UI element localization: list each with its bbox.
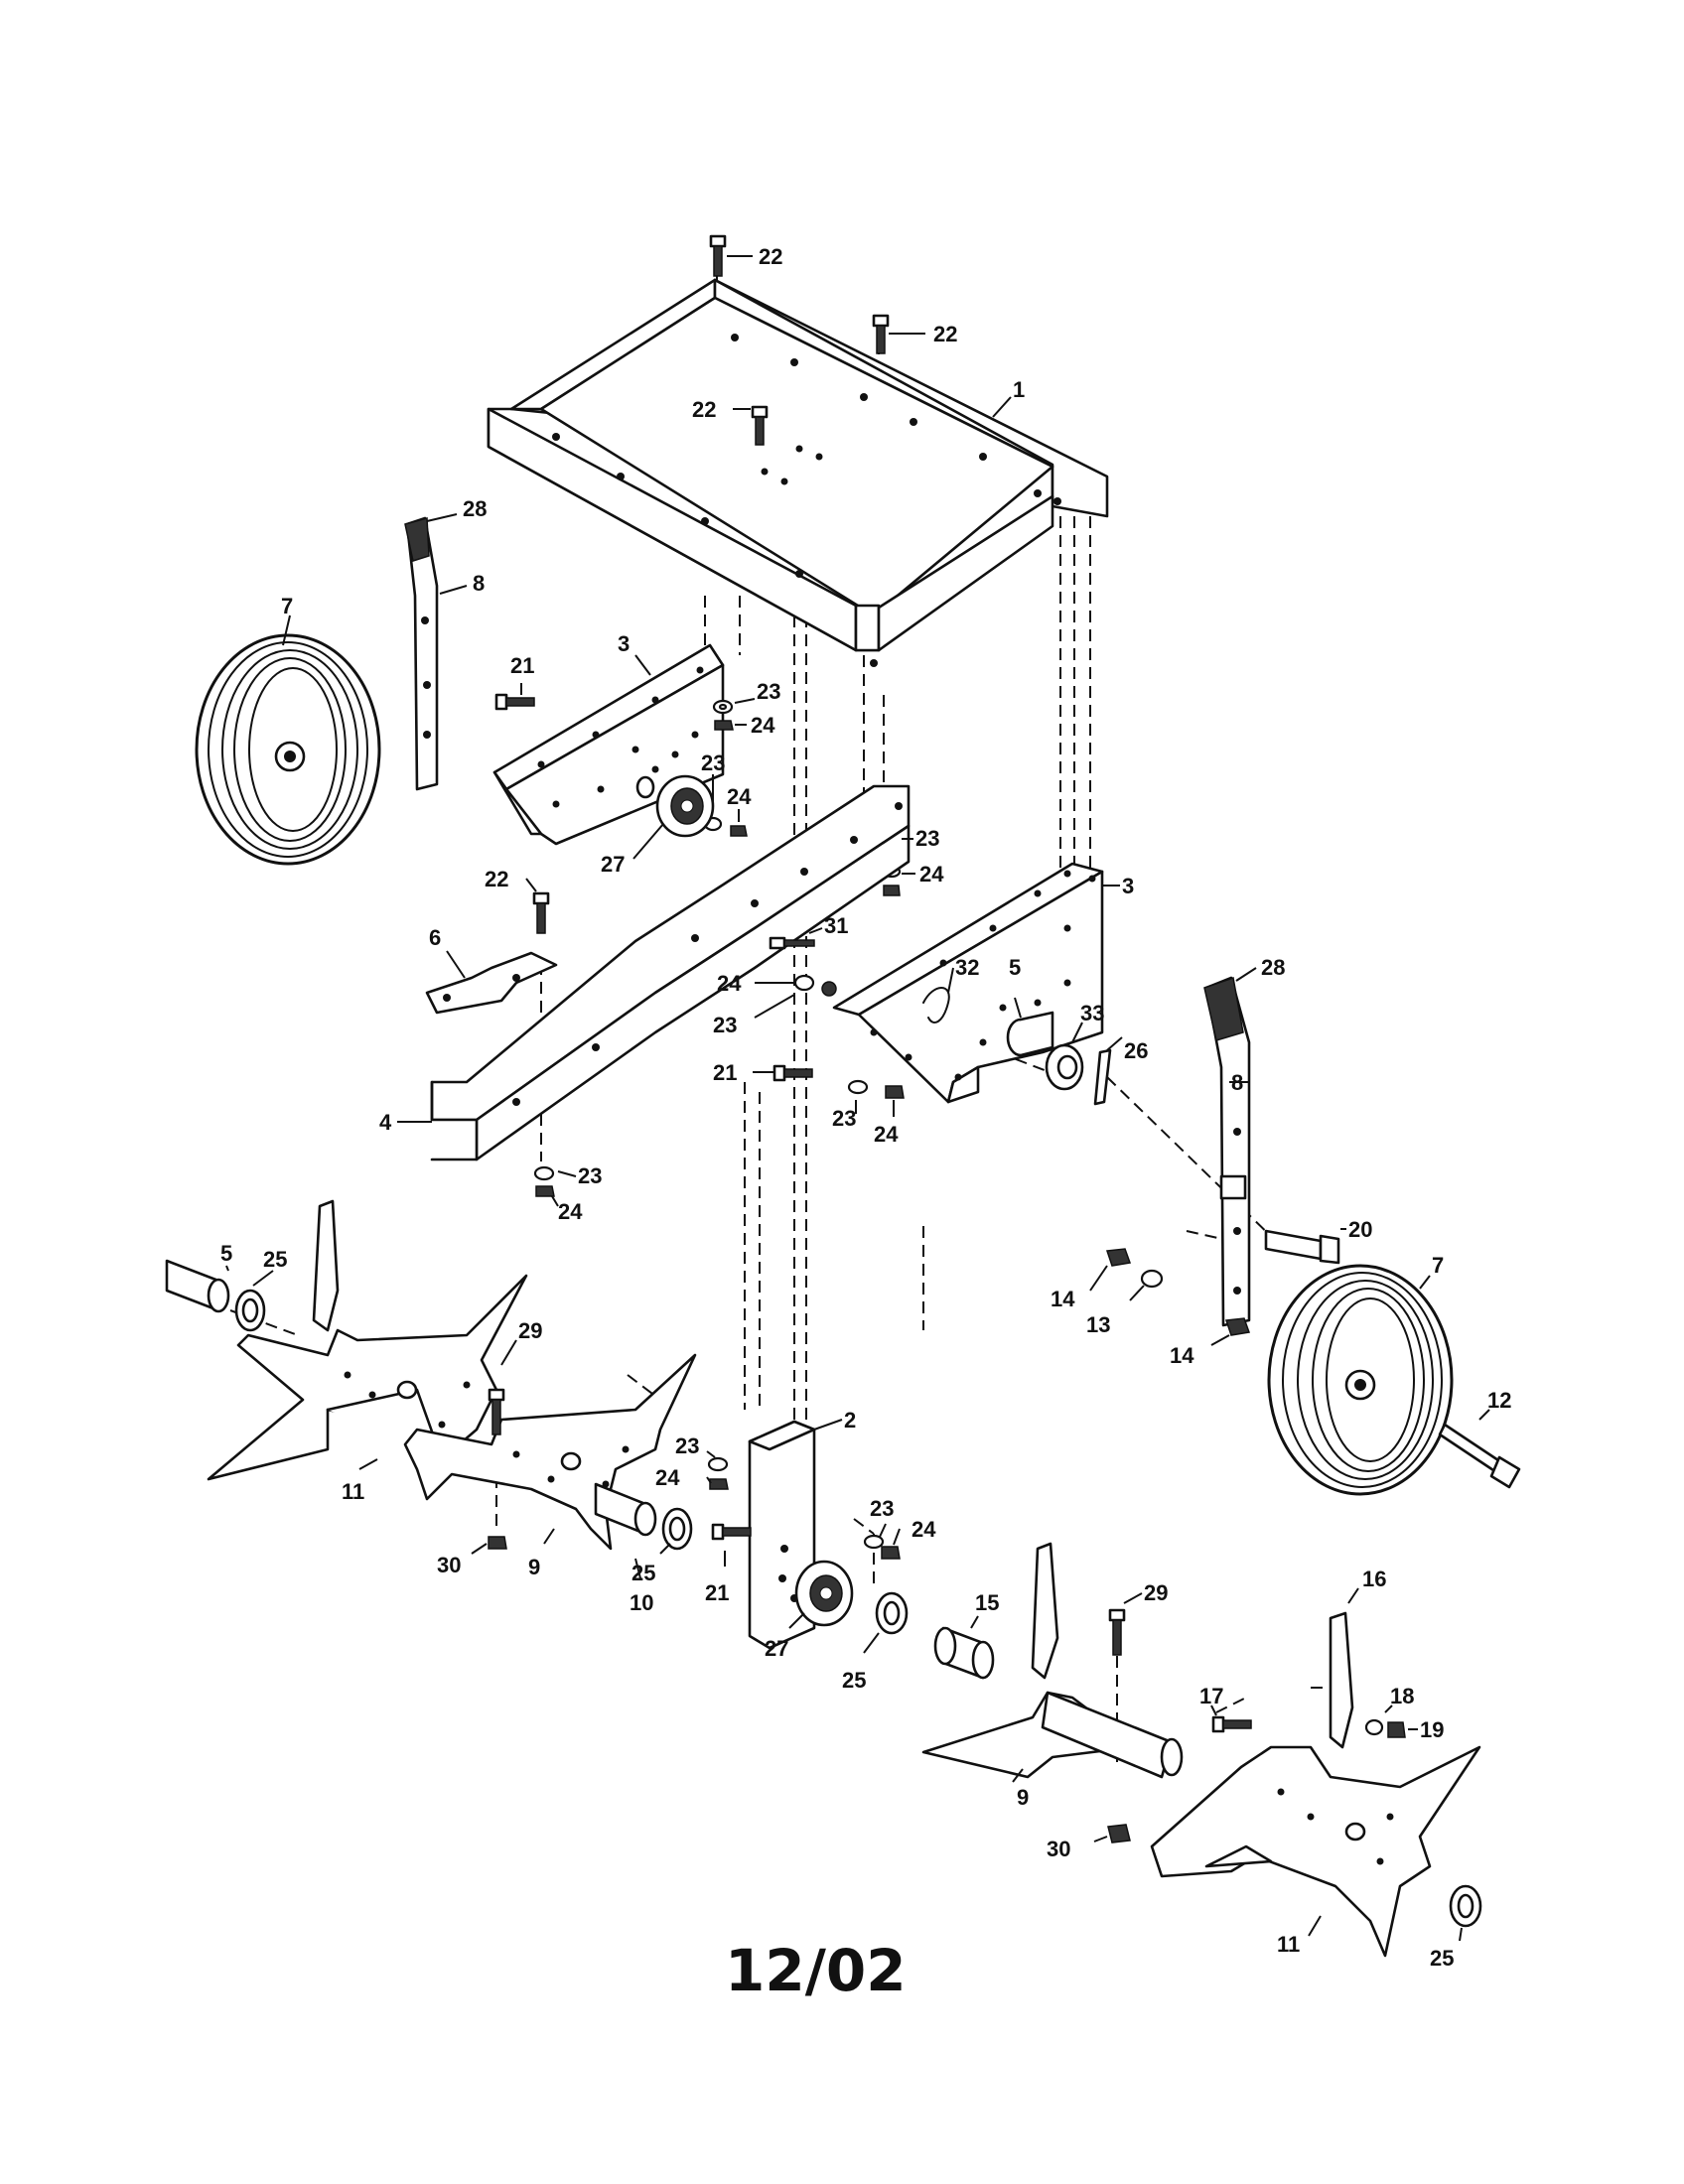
date-code: 12/02 — [725, 1937, 907, 2004]
callout-16: 16 — [1362, 1567, 1386, 1591]
callout-7: 7 — [281, 594, 293, 618]
callout-18: 18 — [1390, 1684, 1414, 1708]
bolt-part-12 — [1438, 1423, 1521, 1489]
callout-5: 5 — [220, 1241, 232, 1266]
callout-27: 27 — [601, 852, 625, 877]
callout-9: 9 — [1017, 1785, 1029, 1810]
callout-31: 31 — [824, 913, 848, 938]
callout-23: 23 — [870, 1496, 894, 1521]
hardware-near-part-2 — [707, 1456, 901, 1560]
callout-23: 23 — [675, 1433, 699, 1458]
callout-15: 15 — [975, 1590, 999, 1615]
callout-23: 23 — [578, 1163, 602, 1188]
hardware-23-24-right — [847, 1079, 905, 1099]
callout-20: 20 — [1348, 1217, 1372, 1242]
callout-21: 21 — [705, 1580, 729, 1605]
callout-11: 11 — [1277, 1932, 1300, 1957]
callout-24: 24 — [727, 784, 752, 809]
callout-21: 21 — [510, 653, 534, 678]
callout-25: 25 — [1430, 1946, 1454, 1971]
callout-25: 25 — [632, 1561, 655, 1585]
callout-32: 32 — [955, 955, 979, 980]
callout-14: 14 — [1051, 1287, 1075, 1311]
callout-28: 28 — [463, 496, 487, 521]
callout-30: 30 — [437, 1553, 461, 1577]
callout-10: 10 — [630, 1590, 653, 1615]
callout-3: 3 — [1122, 874, 1134, 898]
callout-30: 30 — [1047, 1837, 1070, 1861]
frame-part-4 — [430, 784, 911, 1161]
callout-22: 22 — [692, 397, 716, 422]
bracket-part-6 — [425, 951, 558, 1015]
callout-25: 25 — [842, 1668, 866, 1693]
callout-2: 2 — [844, 1408, 856, 1433]
callout-22: 22 — [759, 244, 782, 269]
bolt-part-22 — [709, 234, 890, 446]
callout-13: 13 — [1086, 1312, 1110, 1337]
hub-part-27 — [655, 774, 715, 838]
nuts-part-13-14 — [1105, 1248, 1251, 1336]
callout-1: 1 — [1013, 377, 1025, 402]
callout-24: 24 — [912, 1517, 936, 1542]
left-handle-part-8 — [404, 516, 439, 791]
callout-33: 33 — [1080, 1001, 1104, 1025]
left-wheel-part-7 — [195, 633, 381, 866]
bolt-part-21 — [494, 693, 535, 711]
callout-12: 12 — [1487, 1388, 1511, 1413]
callout-23: 23 — [757, 679, 780, 704]
callout-27: 27 — [765, 1636, 788, 1661]
callout-24: 24 — [655, 1465, 680, 1490]
callout-4: 4 — [379, 1110, 392, 1135]
right-bracket-part-3 — [832, 862, 1104, 1104]
callout-28: 28 — [1261, 955, 1285, 980]
callout-25: 25 — [263, 1247, 287, 1272]
callout-24: 24 — [919, 862, 944, 887]
callout-23: 23 — [713, 1013, 737, 1037]
left-tine-assembly — [165, 1199, 697, 1551]
callout-22: 22 — [485, 867, 508, 891]
small-hardware-31-32-33-26 — [769, 936, 1112, 1106]
callout-17: 17 — [1199, 1684, 1223, 1708]
callout-7: 7 — [1432, 1253, 1444, 1278]
callout-24: 24 — [558, 1199, 583, 1224]
callout-24: 24 — [717, 971, 742, 996]
left-bracket-part-3 — [492, 643, 725, 846]
callout-29: 29 — [1144, 1580, 1168, 1605]
hardware-23-24-lower — [533, 1165, 555, 1197]
bolt-part-22-lower — [532, 891, 550, 934]
right-handle-part-8 — [1203, 976, 1251, 1327]
callout-23: 23 — [915, 826, 939, 851]
callout-14: 14 — [1170, 1343, 1194, 1368]
callout-23: 23 — [701, 751, 725, 775]
callout-8: 8 — [473, 571, 485, 596]
callout-6: 6 — [429, 925, 441, 950]
callout-5: 5 — [1009, 955, 1021, 980]
callout-9: 9 — [528, 1555, 540, 1579]
callout-21: 21 — [713, 1060, 737, 1085]
callout-3: 3 — [618, 631, 630, 656]
callout-29: 29 — [518, 1318, 542, 1343]
tray-part-1 — [487, 278, 1109, 667]
callout-11: 11 — [342, 1479, 364, 1504]
hub-part-27-lower — [794, 1560, 854, 1627]
callout-8: 8 — [1231, 1070, 1243, 1095]
callout-23: 23 — [832, 1106, 856, 1131]
callout-labels: 22 22 22 1 28 8 7 3 21 23 24 23 24 27 23… — [220, 244, 1511, 1971]
callout-24: 24 — [751, 713, 775, 738]
callout-24: 24 — [874, 1122, 899, 1147]
callout-22: 22 — [933, 322, 957, 346]
right-tine-assembly — [875, 1542, 1482, 1958]
callout-19: 19 — [1420, 1717, 1444, 1742]
bolt-part-20 — [1264, 1229, 1340, 1265]
right-wheel-part-7 — [1267, 1264, 1454, 1496]
callout-26: 26 — [1124, 1038, 1148, 1063]
